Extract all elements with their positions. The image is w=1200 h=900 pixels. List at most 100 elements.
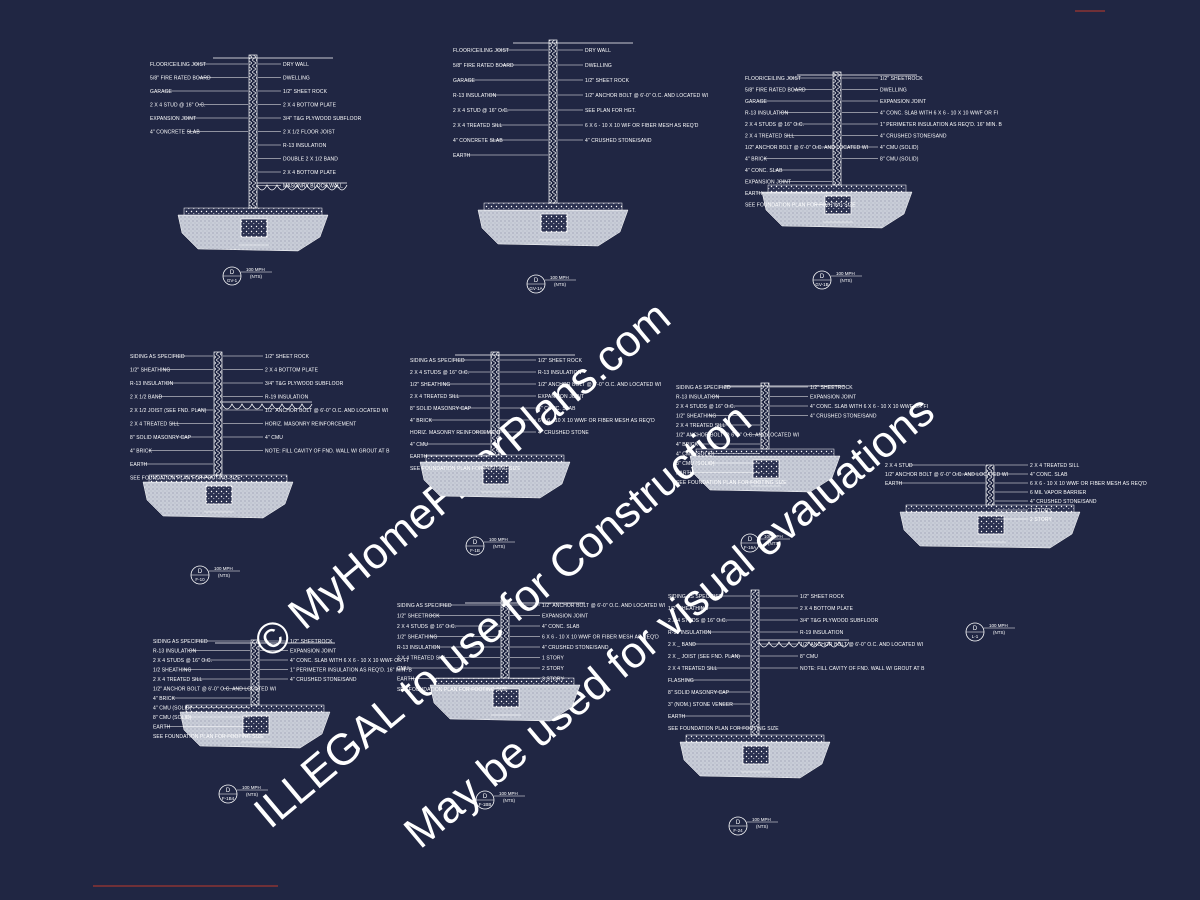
left-label: 1/2" ANCHOR BOLT @ 6'-0" O.C. AND LOCATE… [676, 433, 799, 439]
left-label: 4" CONCRETE SLAB [453, 138, 503, 144]
right-label: 4" CONC. SLAB WITH 6 X 6 - 10 X 10 WWF O… [880, 111, 998, 117]
right-label: 4" CRUSHED STONE/SAND [1030, 499, 1097, 505]
left-label: R-13 INSULATION [153, 649, 197, 655]
right-label: 1/2" SHEET ROCK [283, 89, 328, 95]
left-label: EARTH [885, 481, 903, 487]
right-label: R-19 INSULATION [265, 395, 309, 401]
left-label: 3" (NOM.) STONE VENEER [668, 702, 733, 708]
right-label: 4" CONC. SLAB WITH 6 X 6 - 10 X 10 WWF O… [810, 404, 928, 410]
right-label: 1/2" SHEETROCK [880, 76, 923, 82]
right-label: 4" CONC. SLAB [1030, 472, 1068, 478]
detail-tag-number: F-1BB [479, 802, 492, 807]
right-label: 1/2" SHEETROCK [810, 385, 853, 391]
right-label: R-19 INSULATION [800, 630, 844, 636]
right-label: 1 STORY [542, 656, 564, 662]
right-label: DWELLING [283, 76, 310, 82]
left-label: EARTH [130, 462, 148, 468]
detail-scale: 100 MPH [214, 566, 233, 571]
right-label: 4" CONC. SLAB [542, 624, 580, 630]
detail-tag-letter: D [198, 569, 203, 575]
left-label: R-13 INSULATION [397, 645, 441, 651]
right-label: 2 X 4 BOTTOM PLATE [265, 368, 319, 374]
right-label: 3/4" T&G PLYWOOD SUBFLOOR [283, 116, 362, 122]
stud-wall [832, 71, 842, 186]
detail-tag-number: GV-1 [227, 278, 238, 283]
stud-wall [500, 599, 510, 679]
left-label: FLASHING [668, 678, 694, 684]
left-label: 2 X 4 STUD @ 16" O.C. [453, 108, 509, 114]
detail-tag-number: L-1 [972, 634, 979, 639]
right-label: EXPANSION JOINT [542, 614, 588, 620]
right-label: R-13 INSULATION [538, 370, 582, 376]
left-label: SEE FOUNDATION PLAN FOR FOOTING SIZE [745, 203, 856, 209]
left-label: 5/8" FIRE RATED BOARD [745, 88, 806, 94]
right-label: 3/4" T&G PLYWOOD SUBFLOOR [800, 618, 879, 624]
right-label: 1/2" SHEETROCK [290, 639, 333, 645]
detail-tag-letter: D [473, 540, 478, 546]
detail-scale: 100 MPH [246, 267, 265, 272]
left-label: FLOOR/CEILING JOIST [453, 48, 509, 54]
concrete-slab [183, 207, 323, 216]
detail-scale: 100 MPH [764, 534, 783, 539]
left-label: R-13 INSULATION [453, 93, 497, 99]
left-label: 1/2" SHEATHING [410, 382, 450, 388]
left-label: 2 X 4 STUDS @ 16" O.C. [745, 122, 804, 128]
left-label: SEE FOUNDATION PLAN FOR FOOTING SIZE [153, 734, 264, 740]
right-label: 3/4" T&G PLYWOOD SUBFLOOR [265, 381, 344, 387]
detail-scale-note: (NTS) [554, 282, 566, 287]
left-label: 2 X 4 TREATED SILL [668, 666, 718, 672]
left-label: 8" SOLID MASONRY CAP [668, 690, 730, 696]
left-label: EXPANSION JOINT [745, 180, 791, 186]
left-label: 2 X 1/2 JOIST (SEE FND. PLAN) [130, 408, 207, 414]
detail-scale: 100 MPH [989, 623, 1008, 628]
left-label: 2 X 4 TREATED SILL [453, 123, 503, 129]
detail-tag-letter: D [534, 278, 539, 284]
left-label: R-13 INSULATION [130, 381, 174, 387]
left-label: GARAGE [453, 78, 476, 84]
left-label: 2 X 4 STUDS @ 16" O.C. [668, 618, 727, 624]
right-label: EXPANSION JOINT [810, 395, 856, 401]
right-label: 4" CRUSHED STONE [538, 430, 589, 436]
right-label: 1" PERIMETER INSULATION AS REQ'D. 16" MI… [880, 122, 1002, 128]
right-label: 1" PERIMETER INSULATION AS REQ'D. 16" MI… [290, 668, 412, 674]
footing [824, 195, 852, 215]
right-label: DRY WALL [283, 62, 309, 68]
left-label: 2 X 4 STUDS @ 16" O.C. [410, 370, 469, 376]
insulation [221, 403, 313, 410]
right-label: 4" CMU [265, 435, 283, 441]
right-label: DWELLING [585, 63, 612, 69]
detail-tag-number: F-16A [744, 545, 756, 550]
left-label: SEE FOUNDATION PLAN FOR FOOTING SIZE [668, 726, 779, 732]
detail-tag-number: F-24 [733, 828, 743, 833]
footing [752, 459, 780, 479]
stud-wall [250, 639, 260, 706]
detail-scale: 100 MPH [489, 537, 508, 542]
left-label: 2 X 4 STUDS @ 16" O.C. [397, 624, 456, 630]
right-label: 6 X 6 - 10 X 10 WWF OR FIBER MESH AS REQ… [1030, 481, 1147, 487]
left-label: EXPANSION JOINT [150, 116, 196, 122]
left-label: 1/2" ANCHOR BOLT @ 6'-0" O.C. AND LOCATE… [745, 145, 868, 151]
right-label: 2 X 4 TREATED SILL [1030, 463, 1080, 469]
right-label: 2 X 4 BOTTOM PLATE [283, 170, 337, 176]
right-label: 8" CMU [800, 654, 818, 660]
right-label: 1/2" SHEET ROCK [585, 78, 630, 84]
left-label: 4" BRICK [745, 157, 768, 163]
left-label: 8" SOLID MASONRY CAP [130, 435, 192, 441]
right-label: MASONRY BLOCK WALL [283, 184, 343, 190]
left-label: 4" BRICK [410, 418, 433, 424]
right-label: 6 X 6 - 10 X 10 WIF OR FIBER MESH AS REQ… [585, 123, 699, 129]
detail-scale-note: (NTS) [218, 573, 230, 578]
left-label: 4" CMU (SOLID) [676, 452, 715, 458]
left-label: 2 X 4 TREATED SILL [397, 656, 447, 662]
detail-scale: 100 MPH [752, 817, 771, 822]
detail-scale: 100 MPH [242, 785, 261, 790]
right-label: 1/2" ANCHOR BOLT @ 6'-0" O.C. AND LOCATE… [800, 642, 923, 648]
detail-scale-note: (NTS) [768, 541, 780, 546]
left-label: SIDING AS SPECIFIED [668, 594, 723, 600]
stud-wall [548, 39, 558, 204]
right-label: 1/2" SHEET ROCK [800, 594, 845, 600]
left-label: EARTH [453, 153, 471, 159]
